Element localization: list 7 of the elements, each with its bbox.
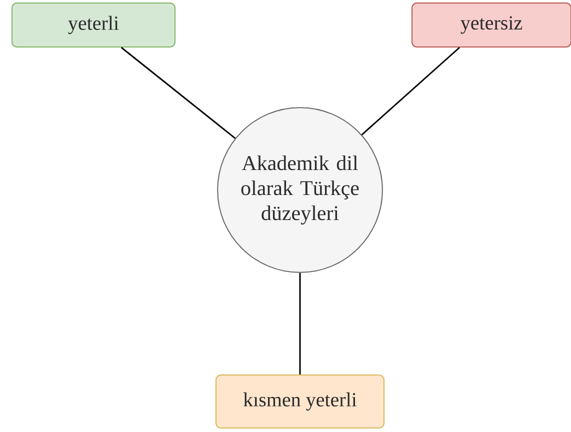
connector-line: [299, 272, 301, 374]
rounded-box: yeterli: [12, 2, 176, 48]
circle-node: Akademik dil olarak Türkçe düzeyleri: [217, 107, 383, 273]
connector-line: [361, 46, 460, 136]
rounded-box: kısmen yeterli: [216, 374, 384, 428]
connector-line: [120, 46, 236, 139]
rounded-box: yetersiz: [412, 2, 571, 48]
